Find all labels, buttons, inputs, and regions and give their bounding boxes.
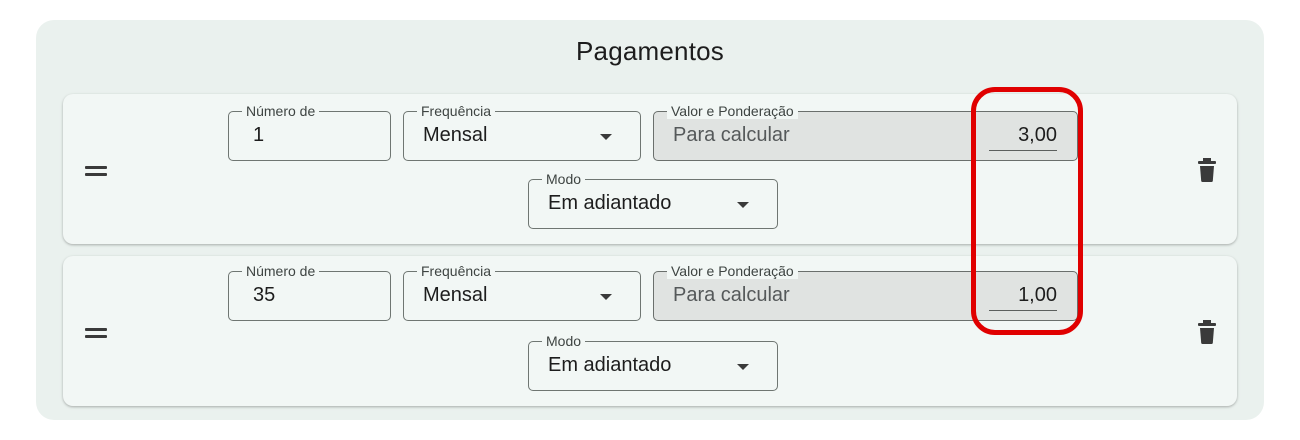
modo-value: Em adiantado [548,354,672,376]
payment-card: Número de 1 Frequência Mensal Valor e Po… [63,94,1237,244]
valor-label: Valor e Ponderação [667,263,798,279]
modo-label: Modo [542,171,586,187]
chevron-down-icon [600,134,612,140]
numero-label: Número de [242,103,320,119]
modo-value: Em adiantado [548,192,672,214]
frequencia-value: Mensal [423,124,488,146]
valor-value: Para calcular [673,284,790,306]
chevron-down-icon [600,294,612,300]
panel-title: Pagamentos [576,36,724,66]
modo-label: Modo [542,333,586,349]
chevron-down-icon [737,364,749,370]
trash-icon[interactable] [1198,320,1216,344]
numero-value: 35 [253,284,276,306]
frequencia-select[interactable]: Frequência Mensal [403,263,641,321]
modo-select[interactable]: Modo Em adiantado [528,333,778,391]
numero-field[interactable]: Número de 35 [228,263,391,321]
valor-field: Valor e Ponderação Para calcular 1,00 [653,263,1078,321]
modo-select[interactable]: Modo Em adiantado [528,171,778,229]
drag-handle-icon[interactable] [85,328,107,338]
chevron-down-icon [737,202,749,208]
drag-handle-icon[interactable] [85,166,107,176]
frequencia-value: Mensal [423,284,488,306]
frequencia-label: Frequência [417,103,496,119]
numero-value: 1 [253,124,265,146]
payment-card: Número de 35 Frequência Mensal Valor e P… [63,256,1237,406]
numero-label: Número de [242,263,320,279]
valor-label: Valor e Ponderação [667,103,798,119]
valor-field: Valor e Ponderação Para calcular 3,00 [653,103,1078,161]
payments-panel: Pagamentos Número de 1 Frequência Mensal… [36,20,1264,420]
frequencia-label: Frequência [417,263,496,279]
trash-icon[interactable] [1198,158,1216,182]
frequencia-select[interactable]: Frequência Mensal [403,103,641,161]
ponderacao-input[interactable]: 1,00 [989,282,1057,311]
ponderacao-input[interactable]: 3,00 [989,122,1057,151]
numero-field[interactable]: Número de 1 [228,103,391,161]
valor-value: Para calcular [673,124,790,146]
